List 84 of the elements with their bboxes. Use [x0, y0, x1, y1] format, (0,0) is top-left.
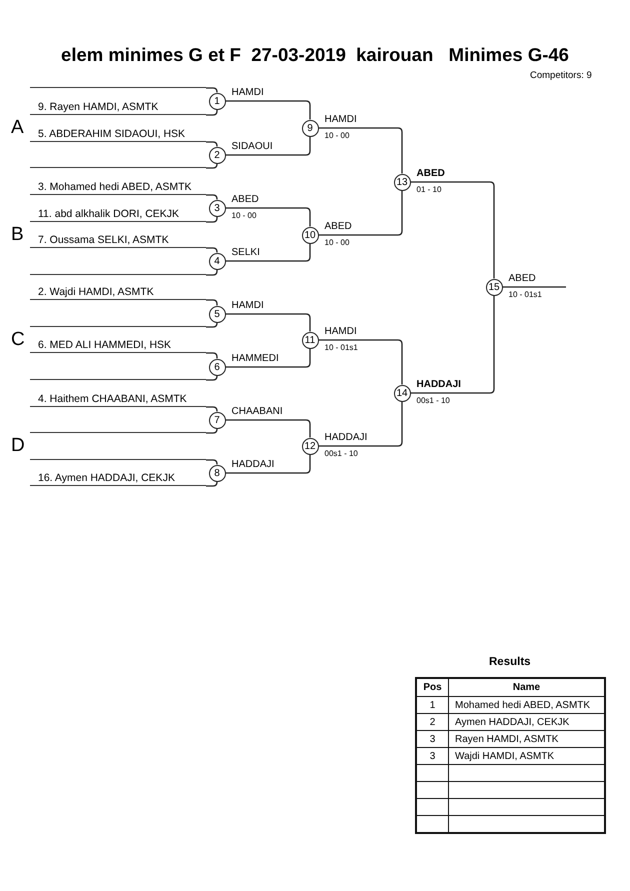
competitor-name: 4. Haithem CHAABANI, ASMTK — [38, 393, 187, 405]
competitor-line — [30, 207, 206, 222]
group-letter: D — [11, 435, 25, 457]
bracket-line — [318, 339, 403, 384]
bracket-line — [226, 313, 311, 332]
bracket-line — [318, 190, 403, 236]
bracket-line — [206, 270, 218, 276]
group-letter: A — [11, 117, 24, 139]
competitor-line — [30, 233, 206, 248]
bracket-line — [410, 296, 495, 394]
competitor-line — [30, 100, 206, 115]
bracket-line — [226, 244, 311, 262]
competitor-line — [30, 392, 206, 407]
bracket-line — [206, 481, 218, 487]
table-caption: Results — [489, 656, 531, 668]
bracket-line — [206, 110, 218, 116]
bracket-line — [206, 141, 218, 147]
competitor-line — [30, 285, 206, 300]
bracket-line — [226, 207, 311, 226]
position-cell: 2 — [416, 714, 448, 730]
bracket-line — [318, 402, 403, 447]
score-text: 10 - 00 — [324, 131, 350, 140]
match-number-circle: 1 — [208, 92, 226, 110]
bracket-line — [206, 406, 218, 412]
bracket-line — [318, 127, 403, 174]
match-number-circle: 2 — [208, 146, 226, 164]
bracket-line — [226, 348, 311, 368]
match-number-circle: 10 — [302, 226, 318, 244]
score-text: 00s1 - 10 — [324, 449, 358, 458]
match-number-circle: 14 — [394, 384, 410, 402]
competitor-name: 3. Mohamed hedi ABED, ASMTK — [38, 181, 192, 193]
position-cell: 1 — [416, 696, 448, 714]
match-number-circle: 9 — [302, 120, 318, 136]
competitor-name: 6. MED ALI HAMMEDI, HSK — [38, 339, 172, 351]
competitor-name: 11. abd alkhalik DORI, CEKJK — [38, 208, 180, 220]
match-number-circle: 6 — [208, 358, 226, 376]
match-number-circle: 13 — [394, 174, 410, 190]
bracket-line — [206, 247, 218, 253]
bracket-line — [206, 216, 218, 223]
position-cell: 3 — [416, 730, 448, 748]
competitor-count: Competitors: 9 — [530, 70, 592, 81]
group-letter: B — [11, 224, 24, 246]
competitor-line — [30, 471, 206, 486]
bracket-line — [206, 322, 218, 328]
competitor-line — [30, 127, 206, 142]
bracket-line — [226, 100, 311, 120]
competitor-name: 5. ABDERAHIM SIDAOUI, HSK — [38, 128, 186, 140]
title: elem minimes G et F 27-03-2019 kairouan Minimes G-46 — [60, 44, 570, 66]
score-text: 10 - 00 — [232, 211, 256, 220]
bracket-line — [206, 87, 218, 93]
match-number-circle: 3 — [208, 200, 226, 216]
bracket-line — [206, 352, 218, 358]
match-number-circle: 4 — [208, 252, 226, 270]
score-text: 00s1 - 10 — [416, 396, 450, 405]
score-text: 01 - 10 — [416, 185, 442, 194]
position-cell: 3 — [416, 748, 448, 764]
score-text: 10 - 00 — [324, 238, 350, 247]
bracket-line — [206, 163, 218, 169]
competitor-name: 16. Aymen HADDAJI, CEKJK — [38, 472, 175, 484]
match-number-circle: 7 — [208, 412, 226, 428]
bracket-line — [502, 286, 566, 288]
competitor-name: 7. Oussama SELKI, ASMTK — [38, 234, 169, 246]
bracket-line — [206, 428, 218, 434]
bracket-line — [410, 181, 495, 278]
bracket-line — [206, 299, 218, 306]
match-number-circle: 8 — [208, 464, 226, 482]
match-number-circle: 5 — [208, 306, 226, 322]
bracket-line — [226, 454, 311, 474]
competitor-name: 2. Wajdi HAMDI, ASMTK — [38, 286, 154, 298]
bracket-line — [206, 459, 218, 465]
competitor-name: 9. Rayen HAMDI, ASMTK — [38, 101, 158, 113]
match-number-circle: 15 — [486, 278, 502, 296]
score-text: 10 - 01s1 — [508, 290, 542, 299]
bracket-line — [206, 375, 218, 381]
competitor-line — [30, 180, 206, 195]
bracket-line — [206, 194, 218, 200]
score-text: 10 - 01s1 — [324, 343, 358, 352]
bracket-line — [226, 419, 311, 438]
position-cell: Pos — [416, 678, 448, 696]
competitor-line — [30, 338, 206, 353]
match-number-circle: 12 — [302, 438, 318, 454]
match-number-circle: 11 — [302, 332, 318, 348]
bracket-line — [226, 136, 311, 156]
group-letter: C — [11, 329, 25, 351]
